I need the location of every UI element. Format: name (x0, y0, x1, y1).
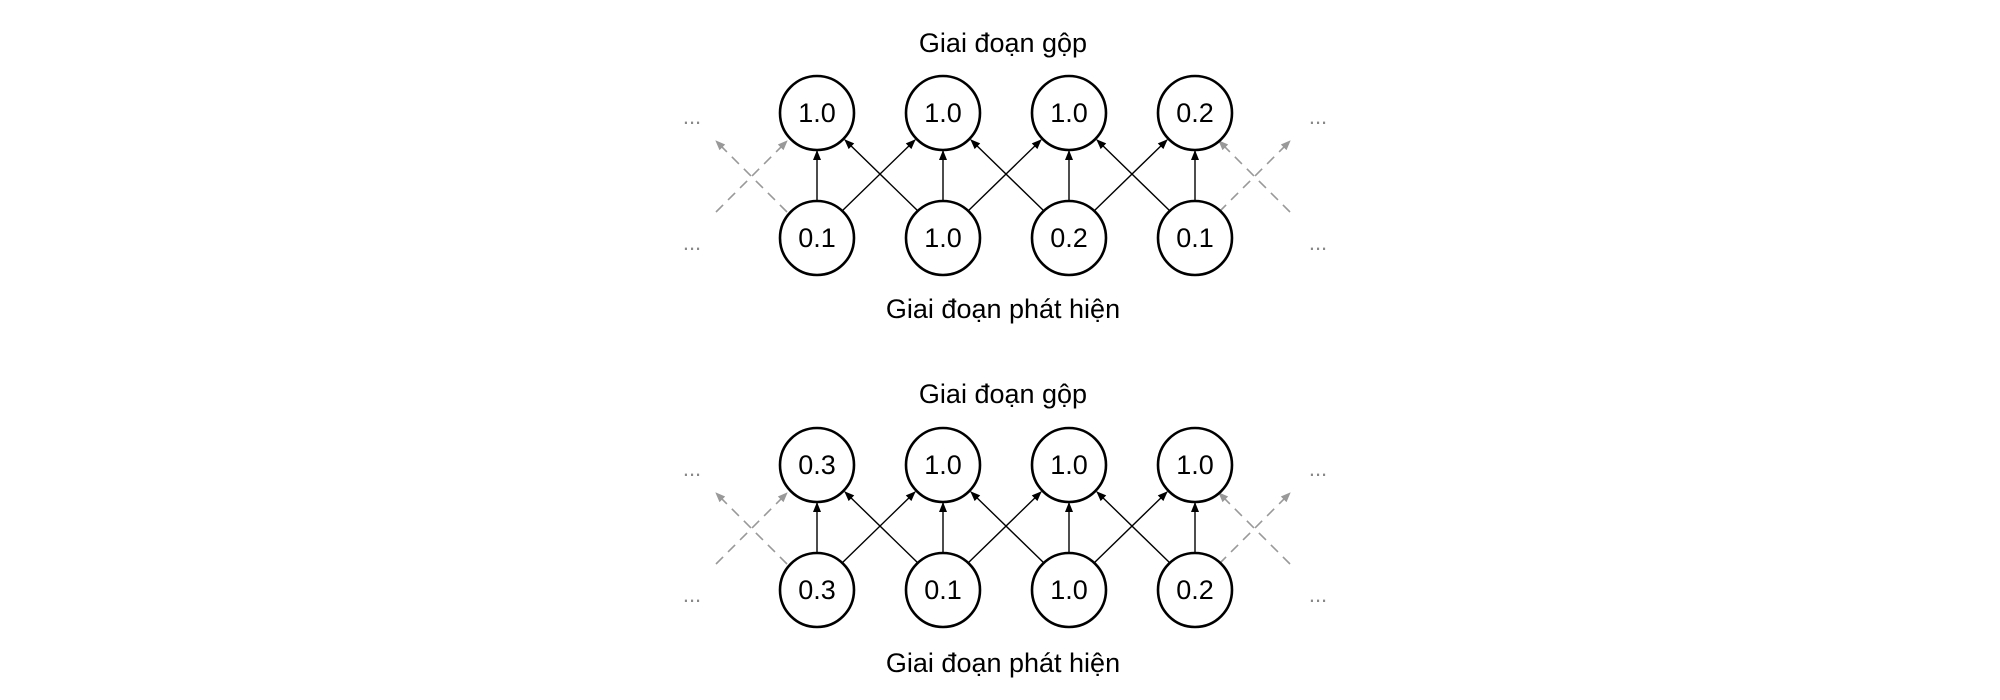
node-value: 1.0 (1050, 450, 1088, 480)
arrow-diagonal (970, 139, 1046, 213)
node-value: 0.1 (1176, 223, 1214, 253)
node-value: 0.1 (924, 575, 962, 605)
arrow-diagonal (840, 139, 916, 213)
arrow-diagonal (966, 491, 1042, 565)
top-node: 1.0 (1030, 74, 1108, 152)
arrow-diagonal (844, 139, 920, 213)
node-value: 0.2 (1050, 223, 1088, 253)
top-node: 1.0 (778, 74, 856, 152)
top-node: 1.0 (904, 74, 982, 152)
panel-2: Giai đoạn gộp Giai đoạn phát hiện ... ..… (683, 379, 1327, 678)
bottom-node: 0.2 (1030, 199, 1108, 277)
node-value: 0.2 (1176, 575, 1214, 605)
ellipsis-bottom-right: ... (1309, 582, 1327, 607)
node-value: 1.0 (1176, 450, 1214, 480)
arrow-diagonal (1092, 491, 1168, 565)
node-value: 1.0 (924, 98, 962, 128)
ellipsis-bottom-left: ... (683, 230, 701, 255)
node-value: 0.1 (798, 223, 836, 253)
arrow-diagonal (1092, 139, 1168, 213)
panel-1-subtitle: Giai đoạn phát hiện (886, 294, 1120, 324)
arrow-diagonal (844, 491, 920, 565)
top-node: 1.0 (1030, 426, 1108, 504)
arrow-diagonal (970, 491, 1046, 565)
node-value: 1.0 (1050, 98, 1088, 128)
panel-1: Giai đoạn gộp Giai đoạn phát hiện ... ..… (683, 28, 1327, 324)
node-value: 1.0 (924, 223, 962, 253)
panel-2-title: Giai đoạn gộp (919, 379, 1087, 409)
bottom-node: 0.2 (1156, 551, 1234, 629)
panel-1-title: Giai đoạn gộp (919, 28, 1087, 58)
bottom-node: 0.1 (778, 199, 856, 277)
ellipsis-top-left: ... (683, 104, 701, 129)
top-node: 1.0 (1156, 426, 1234, 504)
node-value: 0.3 (798, 575, 836, 605)
node-value: 0.2 (1176, 98, 1214, 128)
node-value: 1.0 (924, 450, 962, 480)
ellipsis-bottom-left: ... (683, 582, 701, 607)
bottom-node: 1.0 (1030, 551, 1108, 629)
bottom-node: 1.0 (904, 199, 982, 277)
ellipsis-top-right: ... (1309, 456, 1327, 481)
arrow-diagonal (840, 491, 916, 565)
node-value: 0.3 (798, 450, 836, 480)
arrow-diagonal (1096, 491, 1172, 565)
ellipsis-top-right: ... (1309, 104, 1327, 129)
node-value: 1.0 (1050, 575, 1088, 605)
top-node: 0.2 (1156, 74, 1234, 152)
bottom-node: 0.1 (904, 551, 982, 629)
arrow-diagonal (966, 139, 1042, 213)
top-node: 0.3 (778, 426, 856, 504)
bottom-node: 0.3 (778, 551, 856, 629)
top-node: 1.0 (904, 426, 982, 504)
ellipsis-bottom-right: ... (1309, 230, 1327, 255)
bottom-node: 0.1 (1156, 199, 1234, 277)
arrow-diagonal (1096, 139, 1172, 213)
node-value: 1.0 (798, 98, 836, 128)
ellipsis-top-left: ... (683, 456, 701, 481)
panel-2-subtitle: Giai đoạn phát hiện (886, 648, 1120, 678)
